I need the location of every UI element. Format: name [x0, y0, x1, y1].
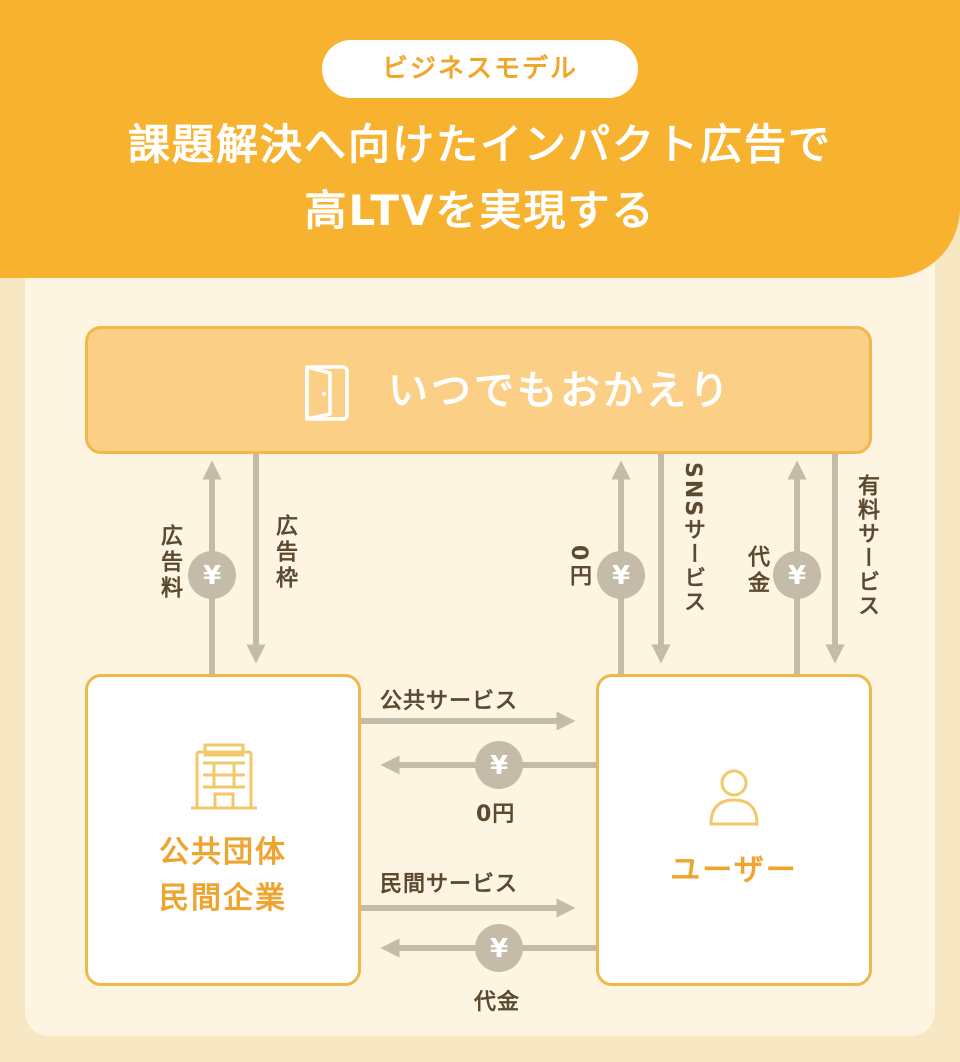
user-box: [596, 674, 872, 986]
yen-coin-icon: ¥: [475, 741, 523, 789]
zero-yen-label: 0円: [566, 545, 591, 591]
title-line-1: 課題解決へ向けたインパクト広告で: [127, 120, 832, 169]
ad-space-label: 広告枠: [272, 514, 297, 592]
user-label: ユーザー: [670, 853, 798, 888]
private-payment-label: 代金: [474, 990, 521, 1015]
service-box: [85, 326, 872, 454]
ad-fee-label: 広告料: [157, 524, 182, 602]
header-banner: ビジネスモデル 課題解決へ向けたインパクト広告で 高LTVを実現する: [0, 0, 960, 278]
organization-line-1: 公共団体: [159, 835, 287, 870]
yen-coin-icon: ¥: [597, 551, 645, 599]
price-label: 代金: [744, 545, 769, 597]
door-icon: [305, 365, 349, 421]
yen-symbol: ¥: [203, 561, 221, 591]
yen-symbol: ¥: [490, 751, 508, 781]
service-name: いつでもおかえり: [388, 368, 732, 414]
user-icon: [709, 769, 759, 826]
organization-label: 公共団体 民間企業: [88, 830, 358, 922]
paid-service-label: 有料サービス: [854, 474, 879, 618]
yen-symbol: ¥: [490, 934, 508, 964]
yen-symbol: ¥: [788, 561, 806, 591]
yen-coin-icon: ¥: [188, 551, 236, 599]
page-title: 課題解決へ向けたインパクト広告で 高LTVを実現する: [0, 112, 960, 244]
yen-symbol: ¥: [612, 561, 630, 591]
sns-service-label: SNSサービス: [680, 462, 705, 615]
title-line-2: 高LTVを実現する: [304, 186, 656, 235]
yen-coin-icon: ¥: [475, 924, 523, 972]
organization-line-2: 民間企業: [159, 881, 287, 916]
building-icon: [191, 743, 257, 810]
category-badge: ビジネスモデル: [322, 40, 638, 98]
private-service-label: 民間サービス: [380, 872, 519, 897]
organization-box: [85, 674, 361, 986]
public-payment-label: 0円: [476, 802, 516, 827]
public-service-label: 公共サービス: [380, 689, 519, 714]
yen-coin-icon: ¥: [773, 551, 821, 599]
